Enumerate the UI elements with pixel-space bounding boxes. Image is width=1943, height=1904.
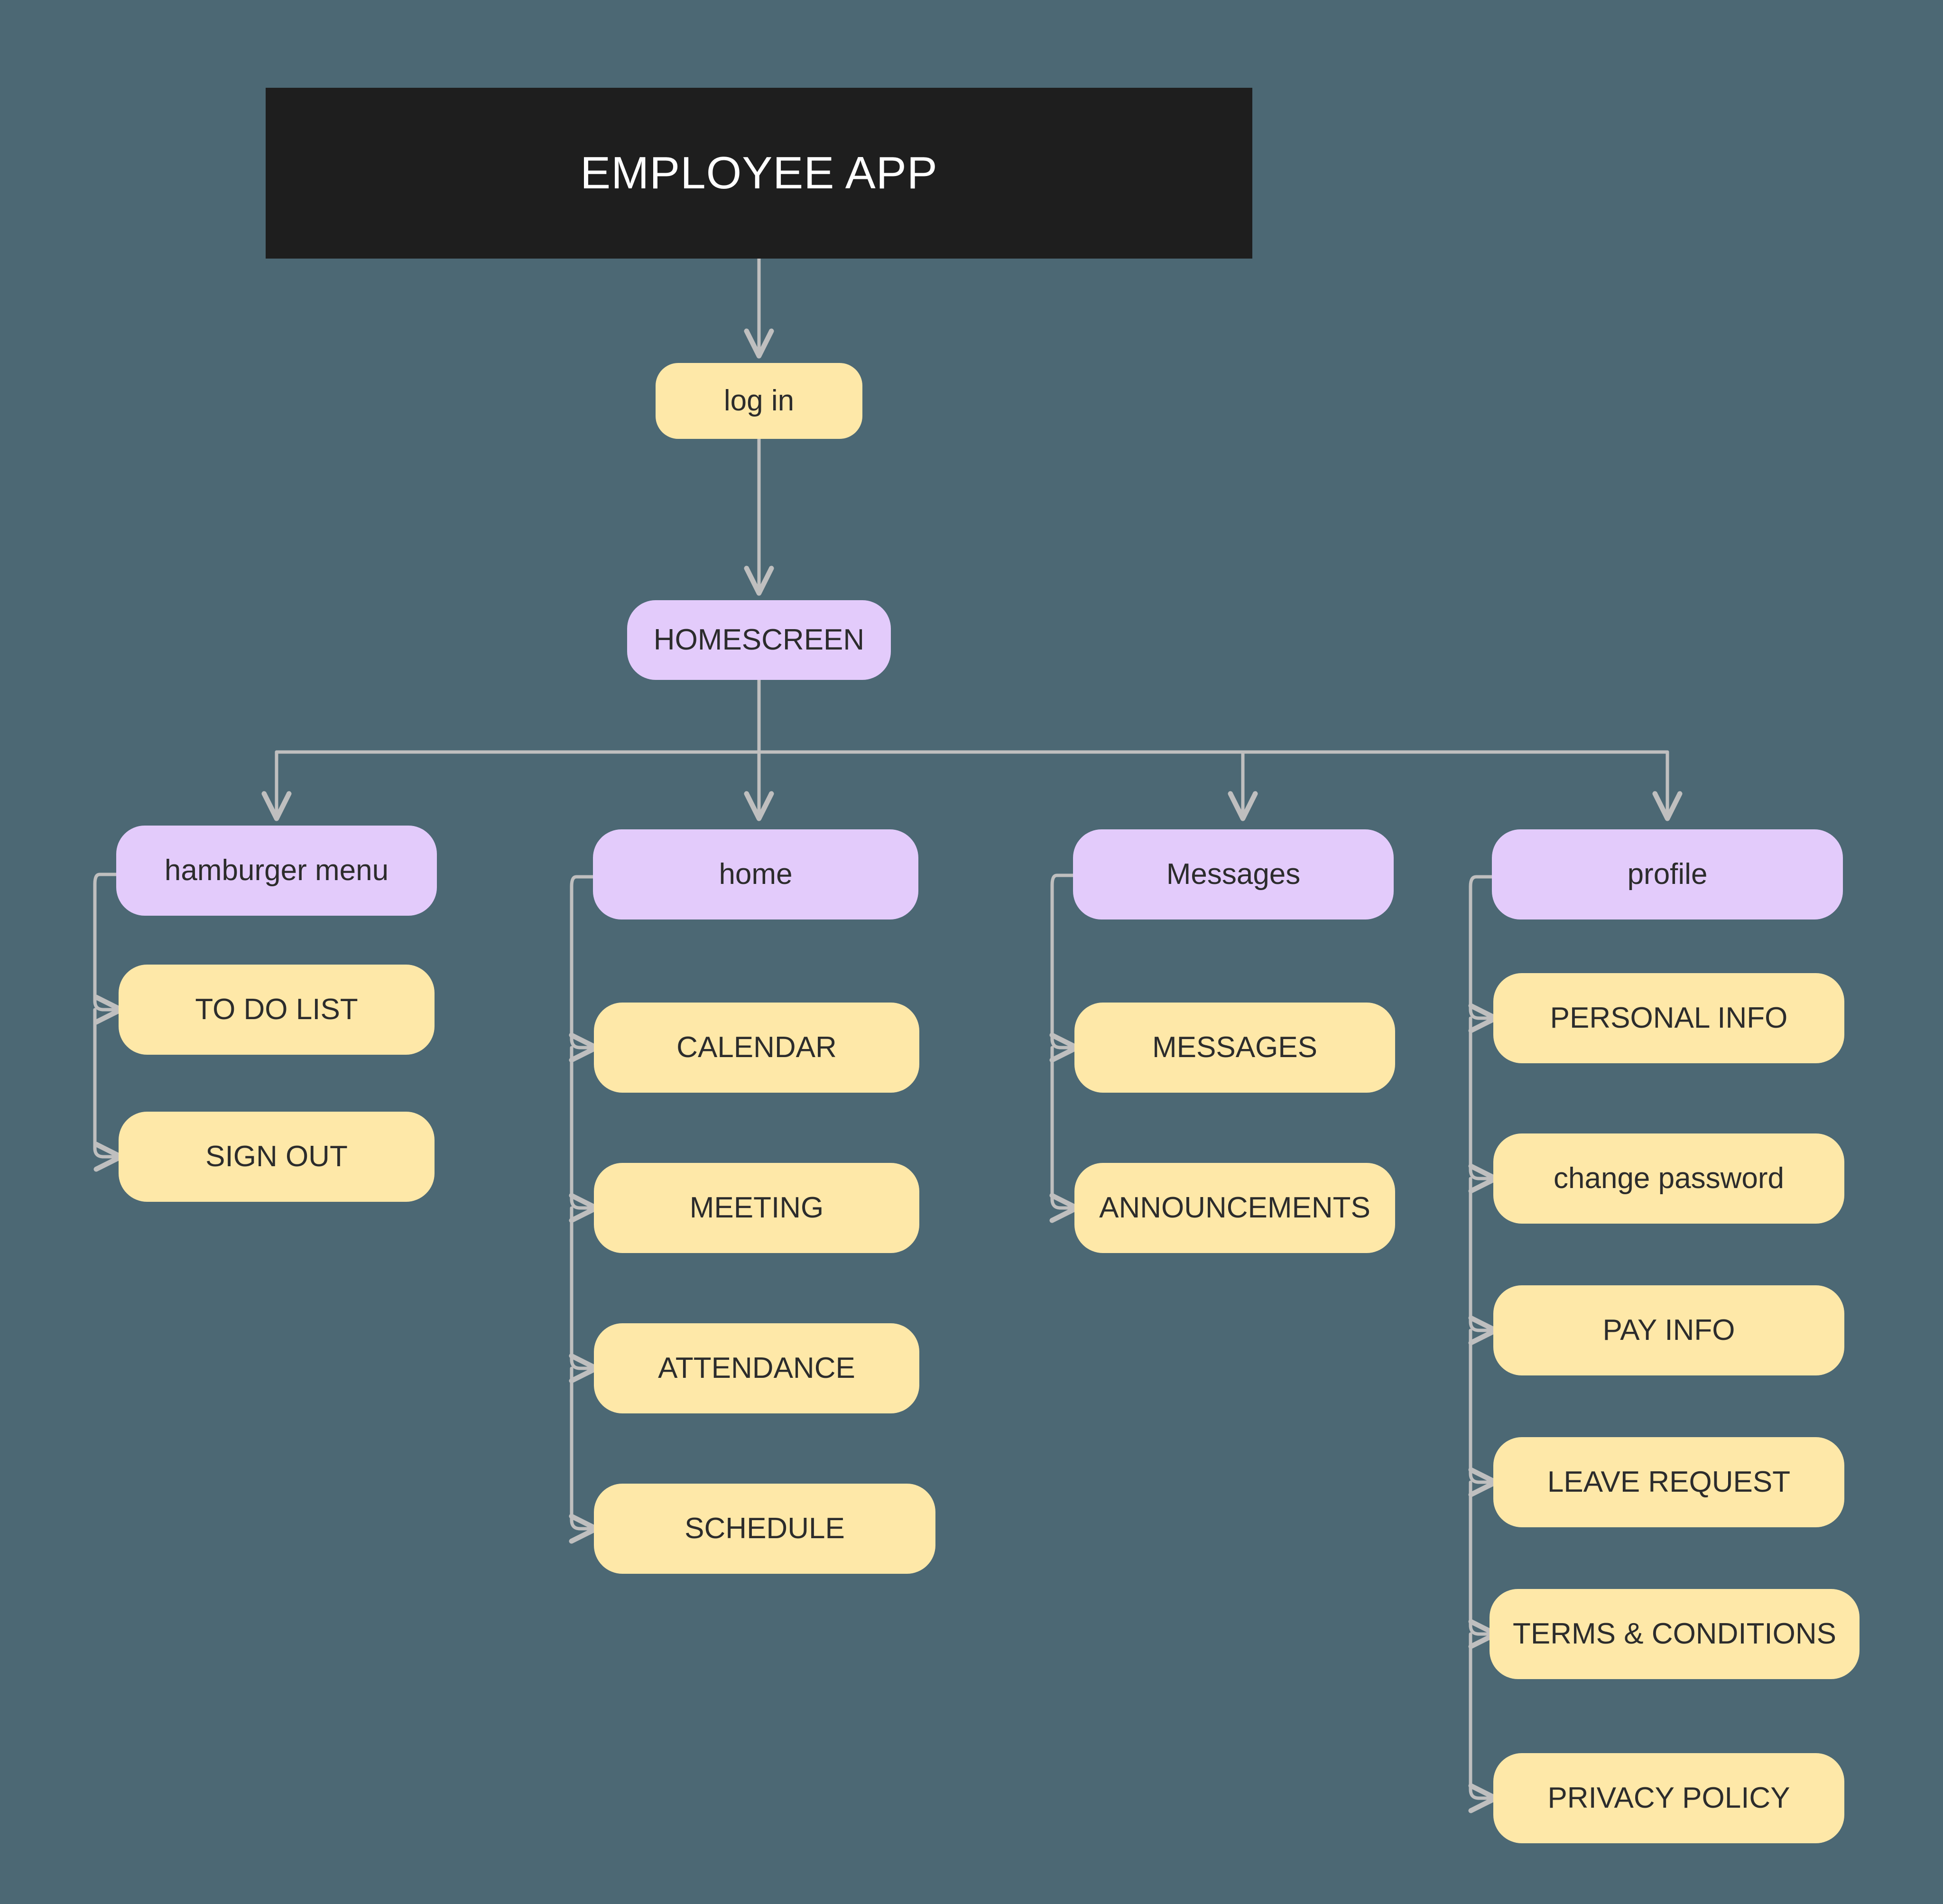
node-homescreen[interactable]: HOMESCREEN: [627, 600, 891, 680]
node-terms-and-conditions[interactable]: TERMS & CONDITIONS: [1490, 1589, 1860, 1679]
node-attendance[interactable]: ATTENDANCE: [594, 1323, 919, 1413]
node-log-in[interactable]: log in: [656, 363, 862, 439]
node-messages[interactable]: MESSAGES: [1074, 1003, 1395, 1093]
node-schedule[interactable]: SCHEDULE: [594, 1484, 935, 1574]
node-calendar[interactable]: CALENDAR: [594, 1003, 919, 1093]
node-privacy-policy[interactable]: PRIVACY POLICY: [1493, 1753, 1844, 1843]
node-sign-out[interactable]: SIGN OUT: [119, 1112, 435, 1202]
node-announcements[interactable]: ANNOUNCEMENTS: [1074, 1163, 1395, 1253]
node-change-password[interactable]: change password: [1493, 1133, 1844, 1224]
node-personal-info[interactable]: PERSONAL INFO: [1493, 973, 1844, 1063]
app-title-banner: EMPLOYEE APP: [266, 88, 1252, 259]
node-hamburger-menu[interactable]: hamburger menu: [116, 826, 437, 916]
node-profile[interactable]: profile: [1492, 829, 1843, 919]
node-meeting[interactable]: MEETING: [594, 1163, 919, 1253]
node-messages-section[interactable]: Messages: [1073, 829, 1394, 919]
node-pay-info[interactable]: PAY INFO: [1493, 1285, 1844, 1375]
node-to-do-list[interactable]: TO DO LIST: [119, 965, 435, 1055]
node-home[interactable]: home: [593, 829, 918, 919]
node-leave-request[interactable]: LEAVE REQUEST: [1493, 1437, 1844, 1527]
